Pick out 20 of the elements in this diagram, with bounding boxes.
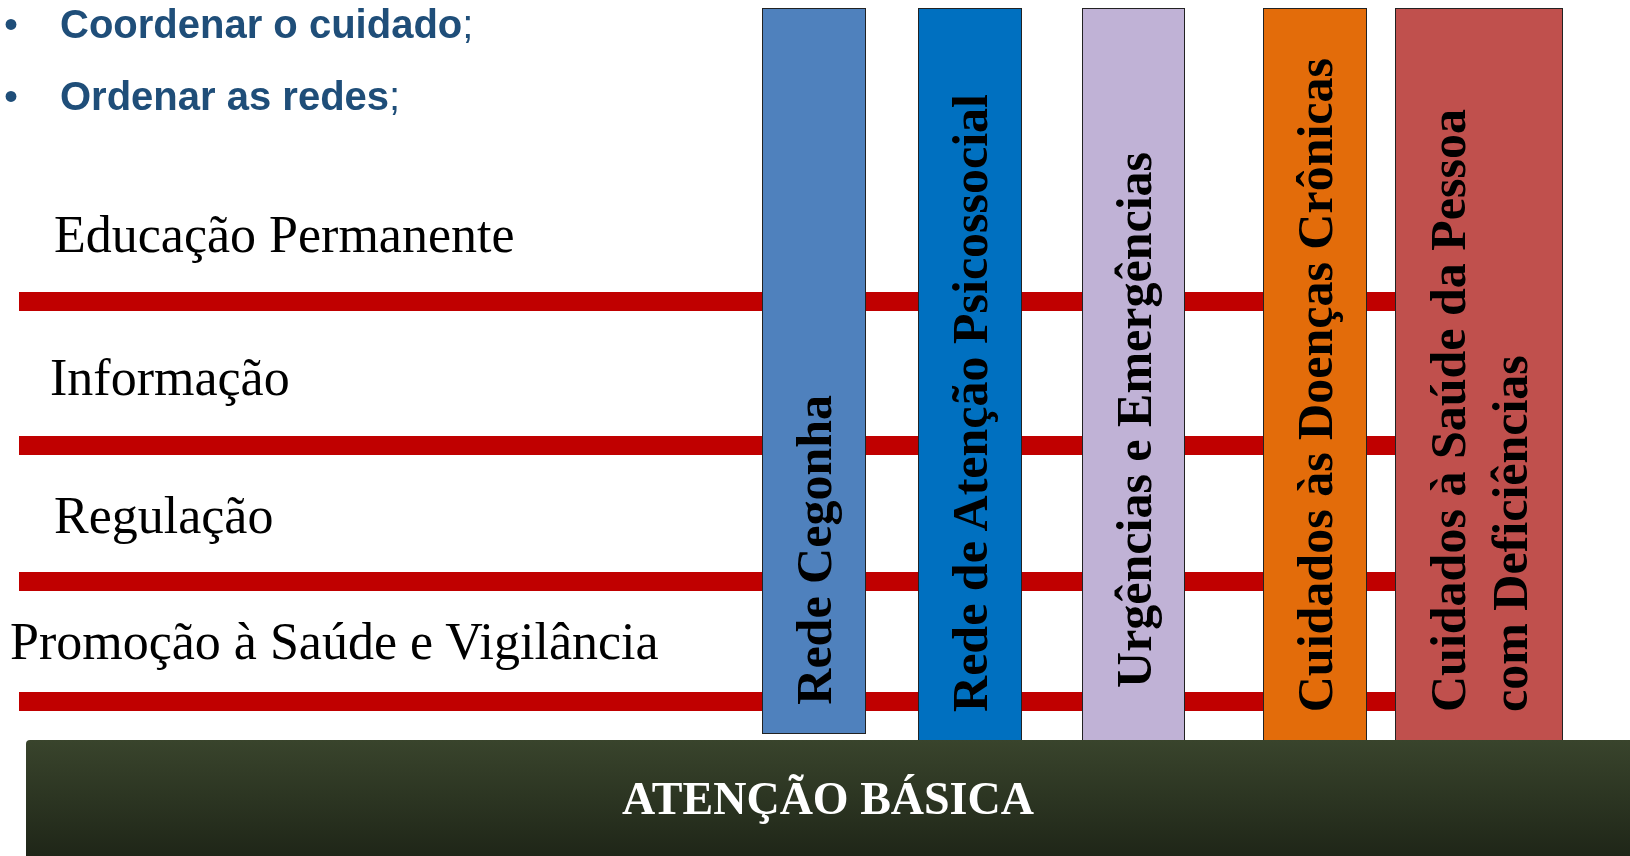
vertical-column [1395,8,1563,741]
vertical-column [1263,8,1367,741]
row-label: Informação [50,348,290,407]
column-label: Urgências e Emergências [1104,152,1163,688]
base-bar [26,740,1630,856]
column-label: Cuidados às Doenças Crônicas [1286,57,1344,712]
vertical-column [918,8,1022,741]
bullet-text: Coordenar o cuidado; [60,2,474,47]
row-label: Promoção à Saúde e Vigilância [10,612,659,671]
column-label: Rede de Atenção Psicossocial [941,94,999,712]
row-label: Educação Permanente [54,205,515,264]
bullet-mark: • [4,2,18,47]
column-label: Rede Cegonha [785,395,843,705]
base-label: ATENÇÃO BÁSICA [622,771,1034,825]
bullet-text: Ordenar as redes; [60,74,401,119]
row-label: Regulação [54,486,274,545]
vertical-column [1082,8,1185,741]
vertical-column [762,8,866,734]
bullet-mark: • [4,74,18,119]
column-label: Cuidados à Saúde da Pessoa com Deficiências [1419,108,1539,712]
